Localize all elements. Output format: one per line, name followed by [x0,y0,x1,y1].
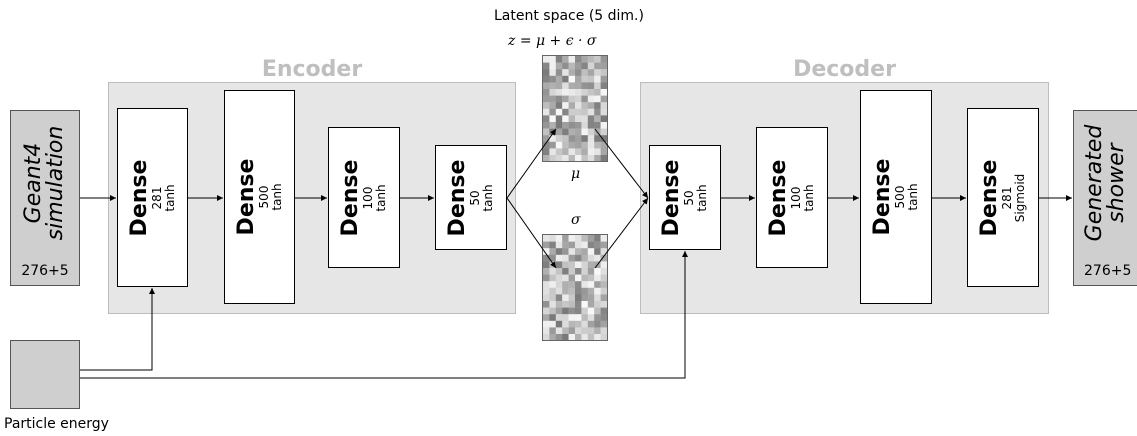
encoder-title: Encoder [261,57,363,82]
encoder-dense-layer-1: Dense 281 tanh [117,108,188,287]
layer-name: Dense [977,159,1002,236]
input-count: 276+5 [21,263,69,279]
decoder-dense-layer-3: Dense 500 tanh [860,90,932,304]
layer-activation: tanh [374,183,388,212]
layer-name: Dense [233,158,259,236]
layer-size: 281 [149,186,164,209]
output-shower-block: Generated shower 276+5 [1073,110,1137,286]
layer-size: 500 [256,185,271,209]
layer-activation: tanh [802,183,816,212]
particle-energy-label: Particle energy [4,416,109,432]
layer-activation: tanh [162,183,177,212]
mu-label: μ [571,166,581,182]
layer-name: Dense [870,158,895,236]
encoder-dense-layer-3: Dense 100 tanh [328,127,400,268]
sigma-noise-pattern [543,235,607,340]
decoder-dense-layer-1: Dense 50 tanh [649,145,721,250]
encoder-dense-layer-4: Dense 50 tanh [435,145,507,250]
mu-noise-pattern [543,56,607,161]
latent-space-title: Latent space (5 dim.) [494,8,644,24]
layer-activation: tanh [695,183,709,212]
sigma-latent-matrix [542,234,608,341]
decoder-dense-layer-4: Dense 281 Sigmoid [967,108,1039,287]
encoder-dense-layer-2: Dense 500 tanh [224,90,295,304]
layer-name: Dense [338,159,363,236]
layer-name: Dense [445,159,470,236]
decoder-title: Decoder [793,57,896,82]
input-geant4-block: Geant4 simulation 276+5 [10,110,80,286]
sigma-label: σ [571,212,581,228]
output-label: Generated shower [1081,124,1129,242]
mu-latent-matrix [542,55,608,162]
layer-activation: Sigmoid [1013,173,1027,222]
input-label: Geant4 simulation [21,125,68,241]
output-count: 276+5 [1084,263,1132,279]
layer-name: Dense [659,159,684,236]
layer-name: Dense [766,159,791,236]
layer-activation: tanh [906,183,920,211]
layer-activation: tanh [481,183,495,212]
layer-activation: tanh [269,183,284,211]
layer-name: Dense [126,159,152,236]
decoder-dense-layer-2: Dense 100 tanh [756,127,828,268]
latent-formula: z = μ + ϵ · σ [508,33,597,49]
particle-energy-block [10,340,80,409]
